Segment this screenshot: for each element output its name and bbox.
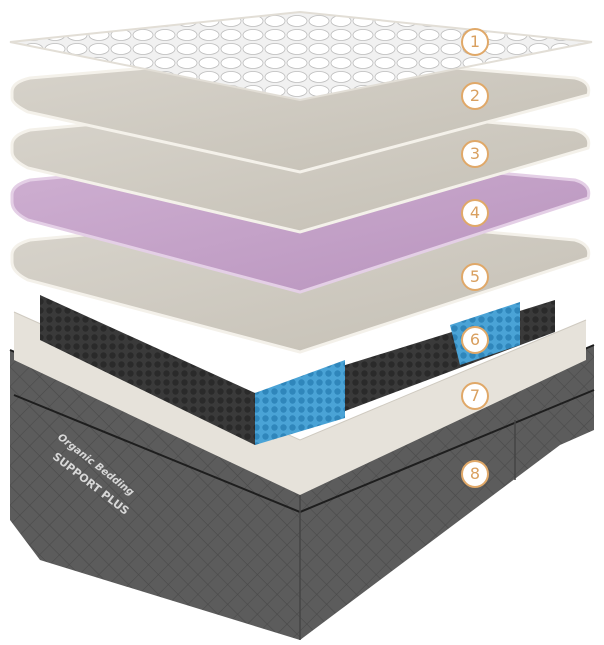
layer-badge-5: 5 [461,263,489,291]
layer-badge-7: 7 [461,382,489,410]
layer-badge-8: 8 [461,460,489,488]
layer-badge-2: 2 [461,82,489,110]
layer-badge-3: 3 [461,140,489,168]
layer-badge-1: 1 [461,28,489,56]
layer-badge-4: 4 [461,199,489,227]
layer-badge-6: 6 [461,326,489,354]
layer-1-cover [9,10,593,102]
layer-2-foam [10,53,591,174]
